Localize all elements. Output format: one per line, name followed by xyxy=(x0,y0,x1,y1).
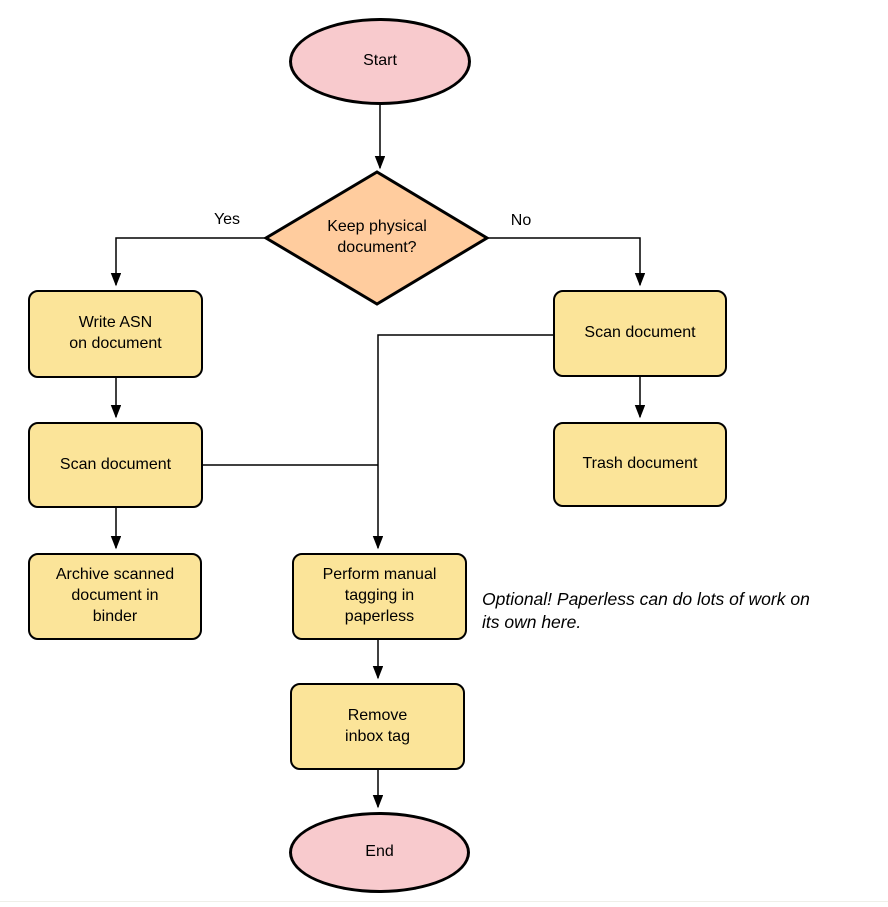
node-scan-right-label: Scan document xyxy=(584,324,696,342)
node-end-label: End xyxy=(365,843,394,861)
node-scan-left: Scan document xyxy=(28,422,203,508)
edge-decision-yes-to-write-asn xyxy=(116,237,266,285)
node-end: End xyxy=(289,812,470,893)
node-write-asn: Write ASN on document xyxy=(28,290,203,378)
edge-label-no: No xyxy=(510,212,532,229)
node-remove-inbox: Remove inbox tag xyxy=(290,683,465,770)
node-scan-right: Scan document xyxy=(553,290,727,377)
node-trash: Trash document xyxy=(553,422,727,507)
node-start: Start xyxy=(289,18,471,105)
node-remove-inbox-label: Remove inbox tag xyxy=(345,706,410,745)
edge-scan-right-to-tagging xyxy=(378,334,553,548)
node-decision: Keep physical document? xyxy=(276,196,478,280)
node-tagging: Perform manual tagging in paperless xyxy=(292,553,467,640)
node-start-label: Start xyxy=(363,52,397,70)
node-tagging-label: Perform manual tagging in paperless xyxy=(322,566,437,625)
node-decision-shape xyxy=(263,170,490,306)
node-scan-left-label: Scan document xyxy=(59,455,172,473)
bottom-divider xyxy=(0,901,888,902)
edge-decision-no-to-scan-right xyxy=(487,237,640,285)
node-archive-label: Archive scanned document in binder xyxy=(55,566,175,625)
node-write-asn-label: Write ASN on document xyxy=(69,314,162,352)
node-decision-label: Keep physical document? xyxy=(327,218,427,256)
edge-label-yes: Yes xyxy=(213,211,241,228)
node-archive: Archive scanned document in binder xyxy=(28,553,202,640)
node-trash-label: Trash document xyxy=(582,455,698,473)
optional-note: Optional! Paperless can do lots of work … xyxy=(482,589,810,633)
